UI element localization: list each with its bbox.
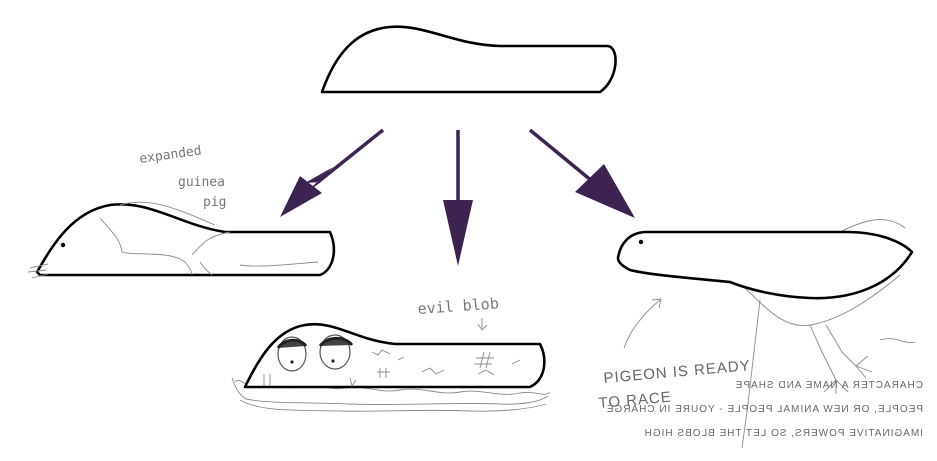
guinea-pig-shape bbox=[35, 203, 336, 277]
pigeon-annotation-2: TO RACE bbox=[598, 389, 673, 412]
guinea-pig-eye bbox=[60, 242, 66, 248]
pigeon-annotation-arrow bbox=[623, 298, 662, 349]
blob-right-brow bbox=[318, 336, 354, 348]
pigeon-shape bbox=[616, 230, 914, 300]
mirrored-note-2: PEOPLE, OR NEW ANIMAL PEOPLE - YOURE IN … bbox=[606, 404, 923, 415]
blob-right-pupil bbox=[331, 359, 335, 363]
pigeon-eye bbox=[638, 239, 644, 245]
mirrored-notes: CHARACTER A NAME AND SHAPE PEOPLE, OR NE… bbox=[606, 380, 923, 439]
arrow-left bbox=[280, 128, 385, 217]
guinea-pig-sketch-lines bbox=[27, 201, 319, 279]
evil-blob-drawing: evil blob bbox=[231, 294, 551, 412]
evil-blob-shape bbox=[243, 322, 546, 389]
arrow-center bbox=[443, 130, 473, 266]
blob-left-pupil bbox=[290, 360, 294, 364]
guinea-pig-annotation-1: expanded bbox=[138, 143, 202, 167]
mirrored-note-3: IMAGINATIVE POWERS, SO LET THE BLOBS HIG… bbox=[644, 428, 923, 439]
arrow-right bbox=[528, 128, 635, 218]
pigeon-annotation-1: PIGEON IS READY bbox=[603, 357, 751, 387]
blob-left-brow bbox=[276, 338, 308, 349]
guinea-pig-annotation-3: pig bbox=[203, 195, 226, 210]
base-blob-shape bbox=[320, 25, 617, 94]
guinea-pig-annotation-2: guinea bbox=[178, 175, 225, 190]
blob-texture-marks bbox=[263, 349, 521, 388]
pigeon-body-sketch bbox=[735, 219, 916, 449]
blob-annotation: evil blob bbox=[417, 294, 499, 318]
mirrored-note-1: CHARACTER A NAME AND SHAPE bbox=[735, 380, 923, 391]
blob-annotation-arrow bbox=[477, 318, 488, 331]
